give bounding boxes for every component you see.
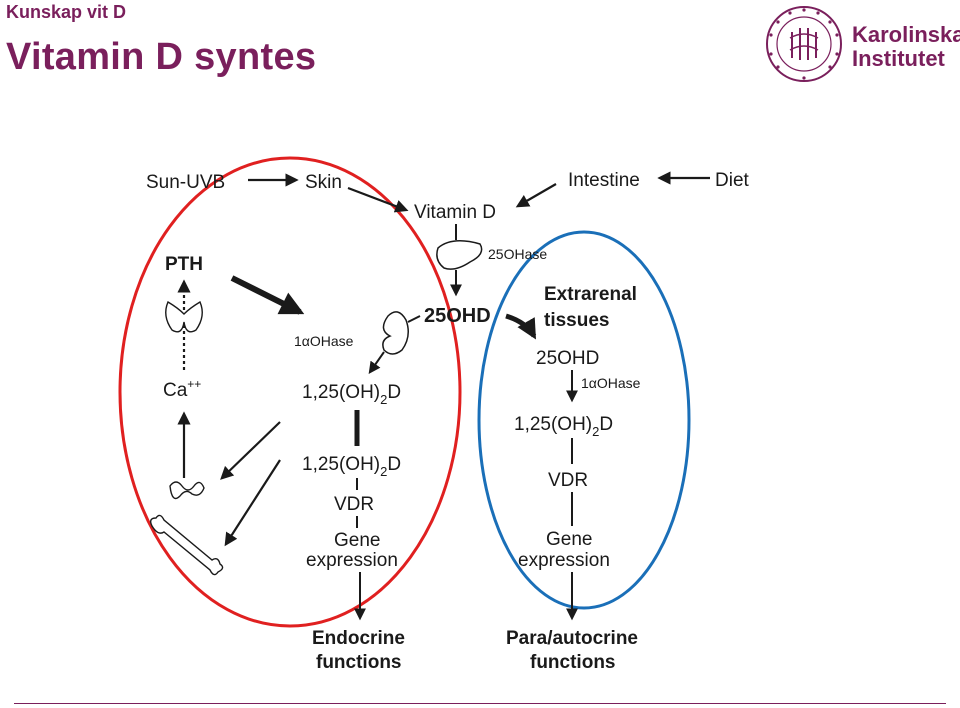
- extrarenal-gene-label: Gene: [546, 529, 592, 550]
- extrarenal-title-1: Extrarenal: [544, 284, 637, 305]
- vitamin-d-label: Vitamin D: [414, 202, 496, 223]
- intestine-label: Intestine: [568, 170, 640, 191]
- extrarenal-calcitriol: 1,25(OH)2D: [514, 414, 613, 439]
- endocrine-calcitriol-b: 1,25(OH)2D: [302, 454, 401, 479]
- logo-line-1: Karolinska: [852, 22, 960, 47]
- karolinska-logo: Karolinska Institutet: [766, 6, 960, 82]
- parathyroid-icon: [165, 300, 203, 333]
- slide-kicker: Kunskap vit D: [6, 2, 127, 22]
- 25ohd-label: 25OHD: [424, 305, 491, 327]
- pth-to-kidney-arrow: [230, 275, 305, 315]
- extrarenal-enzyme-label: 1αOHase: [581, 375, 641, 391]
- endocrine-functions-1: Endocrine: [312, 628, 405, 649]
- extrarenal-title-2: tissues: [544, 310, 609, 331]
- extrarenal-vdr-label: VDR: [548, 470, 588, 491]
- kidney-icon: [382, 311, 409, 355]
- extrarenal-functions-2: functions: [530, 652, 616, 673]
- calcitriol-to-intestine-arrow: [220, 421, 281, 480]
- kidney-to-calcitriol-arrow: [368, 351, 385, 374]
- endocrine-calcitriol-a: 1,25(OH)2D: [302, 382, 401, 407]
- endocrine-expression-label: expression: [306, 550, 398, 571]
- extrarenal-functions-1: Para/autocrine: [506, 628, 638, 649]
- seal-icon: [766, 6, 842, 82]
- 25ohd-to-extrarenal-arrow: [505, 313, 537, 340]
- extrarenal-25ohd-label: 25OHD: [536, 348, 599, 369]
- diet-label: Diet: [715, 170, 750, 191]
- 25ohd-to-kidney-line: [407, 315, 421, 323]
- sun-uvb-label: Sun-UVB: [146, 172, 225, 193]
- liver-enzyme-label: 25OHase: [488, 246, 547, 262]
- kidney-enzyme-label: 1αOHase: [294, 333, 354, 349]
- slide-title: Vitamin D syntes: [6, 36, 317, 78]
- calcium-label: Ca++: [163, 377, 201, 401]
- liver-icon: [436, 240, 483, 270]
- endocrine-vdr-label: VDR: [334, 494, 374, 515]
- pth-label: PTH: [165, 254, 203, 275]
- logo-line-2: Institutet: [852, 46, 946, 71]
- endocrine-ellipse: [118, 156, 462, 628]
- footer-divider: [14, 703, 946, 704]
- extrarenal-expression-label: expression: [518, 550, 610, 571]
- intestine-icon: [169, 481, 205, 500]
- calcitriol-to-bone-arrow: [224, 459, 281, 547]
- skin-label: Skin: [305, 172, 342, 193]
- endocrine-gene-label: Gene: [334, 530, 380, 551]
- intestine-to-vitd-arrow: [515, 183, 557, 208]
- bone-icon: [149, 514, 224, 576]
- endocrine-functions-2: functions: [316, 652, 402, 673]
- skin-to-vitd-arrow: [347, 186, 409, 213]
- extrarenal-ellipse: [477, 230, 691, 610]
